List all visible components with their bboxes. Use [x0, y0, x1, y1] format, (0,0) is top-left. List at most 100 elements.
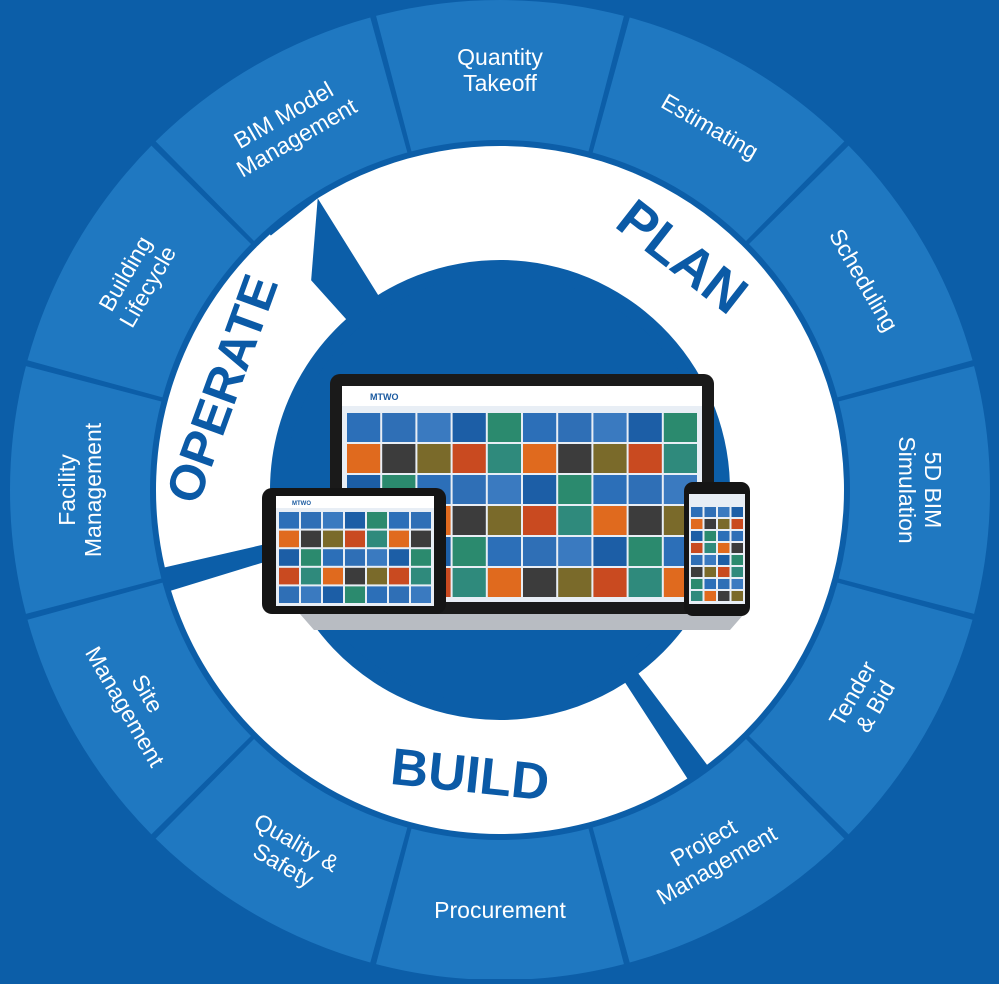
segment-3	[838, 366, 991, 614]
laptop-tile	[382, 413, 416, 442]
phone-tile	[691, 555, 703, 565]
tablet-tile	[323, 549, 343, 566]
laptop-tile	[417, 444, 451, 473]
laptop-tile	[558, 506, 592, 535]
phone-tile	[718, 567, 730, 577]
tablet-tile	[301, 530, 321, 548]
tablet-tile	[301, 586, 321, 603]
laptop-tile	[628, 475, 662, 504]
tablet-tile	[411, 549, 431, 566]
laptop-tile	[523, 506, 557, 535]
laptop-tile	[593, 537, 627, 566]
phone-tile	[704, 579, 716, 589]
phone-tile	[731, 507, 743, 517]
laptop-tile	[452, 537, 486, 566]
laptop-tile	[487, 568, 521, 597]
laptop-tile	[452, 568, 486, 597]
phone-tile	[731, 591, 743, 601]
tablet-tile	[367, 512, 387, 529]
tablet-tile	[301, 567, 321, 585]
segment-2	[748, 145, 973, 398]
tablet-tile	[389, 549, 409, 566]
phone-tile	[691, 519, 703, 529]
laptop-tile	[417, 413, 451, 442]
phone-tile	[718, 519, 730, 529]
laptop-tile	[593, 444, 627, 473]
laptop-app-header	[342, 386, 702, 406]
tablet-tile	[345, 530, 365, 548]
tablet-tile	[411, 530, 431, 548]
laptop-tile	[452, 444, 486, 473]
tablet-tile	[345, 567, 365, 585]
laptop-tile	[558, 537, 592, 566]
laptop-tile	[593, 413, 627, 442]
phone-tile	[704, 531, 716, 541]
segment-label-line: Management	[80, 422, 106, 557]
tablet-tile	[345, 549, 365, 566]
laptop-tile	[558, 444, 592, 473]
tablet-tile	[389, 512, 409, 529]
laptop-tile	[382, 444, 416, 473]
laptop-base	[300, 614, 744, 630]
laptop-tile	[347, 444, 381, 473]
laptop-tile	[628, 568, 662, 597]
phone-tile	[731, 555, 743, 565]
segment-label-line: Simulation	[894, 436, 920, 543]
ring-notch	[256, 198, 318, 317]
laptop-tile	[487, 444, 521, 473]
segment-label-line: Takeoff	[463, 70, 537, 96]
tablet-tile	[279, 567, 299, 585]
segment-5	[592, 738, 845, 963]
phone-tile	[718, 555, 730, 565]
phone-tile	[704, 507, 716, 517]
segment-label-line: Facility	[54, 454, 80, 526]
tablet-tile	[345, 586, 365, 603]
laptop-tile	[593, 475, 627, 504]
phone-tile	[704, 567, 716, 577]
phone-mockup	[684, 482, 750, 616]
build-arc	[171, 557, 688, 834]
segment-label-line: Quantity	[457, 44, 543, 70]
tablet-tile	[411, 512, 431, 529]
tablet-tile	[411, 567, 431, 585]
tablet-tile	[389, 567, 409, 585]
phone-tile	[691, 507, 703, 517]
operate-arc	[156, 234, 347, 568]
segment-8	[27, 582, 252, 835]
phone-tile	[691, 579, 703, 589]
tablet-tile	[301, 549, 321, 566]
phone-tile	[691, 591, 703, 601]
segment-4	[748, 582, 973, 835]
segment-1	[592, 17, 845, 242]
laptop-tile	[487, 413, 521, 442]
tablet-tile	[323, 586, 343, 603]
laptop-tile	[593, 568, 627, 597]
phone-tile	[731, 531, 743, 541]
laptop-tile	[628, 506, 662, 535]
segment-11	[155, 17, 408, 242]
phone-tile	[704, 543, 716, 553]
laptop-tile	[558, 568, 592, 597]
phone-tile	[718, 507, 730, 517]
phone-tile	[718, 591, 730, 601]
tablet-tile	[367, 586, 387, 603]
laptop-tile	[487, 475, 521, 504]
phone-tile	[731, 567, 743, 577]
tablet-tile	[367, 567, 387, 585]
tablet-tile	[367, 530, 387, 548]
laptop-tile	[487, 506, 521, 535]
laptop-tile	[452, 506, 486, 535]
segment-label-line: Procurement	[434, 897, 566, 923]
segment-7	[155, 738, 408, 963]
tablet-tile	[367, 549, 387, 566]
tablet-tile	[323, 512, 343, 529]
laptop-tile	[347, 413, 381, 442]
laptop-tile	[452, 475, 486, 504]
laptop-brand-text: MTWO	[370, 392, 399, 402]
tablet-tile	[323, 567, 343, 585]
phone-tile	[704, 519, 716, 529]
